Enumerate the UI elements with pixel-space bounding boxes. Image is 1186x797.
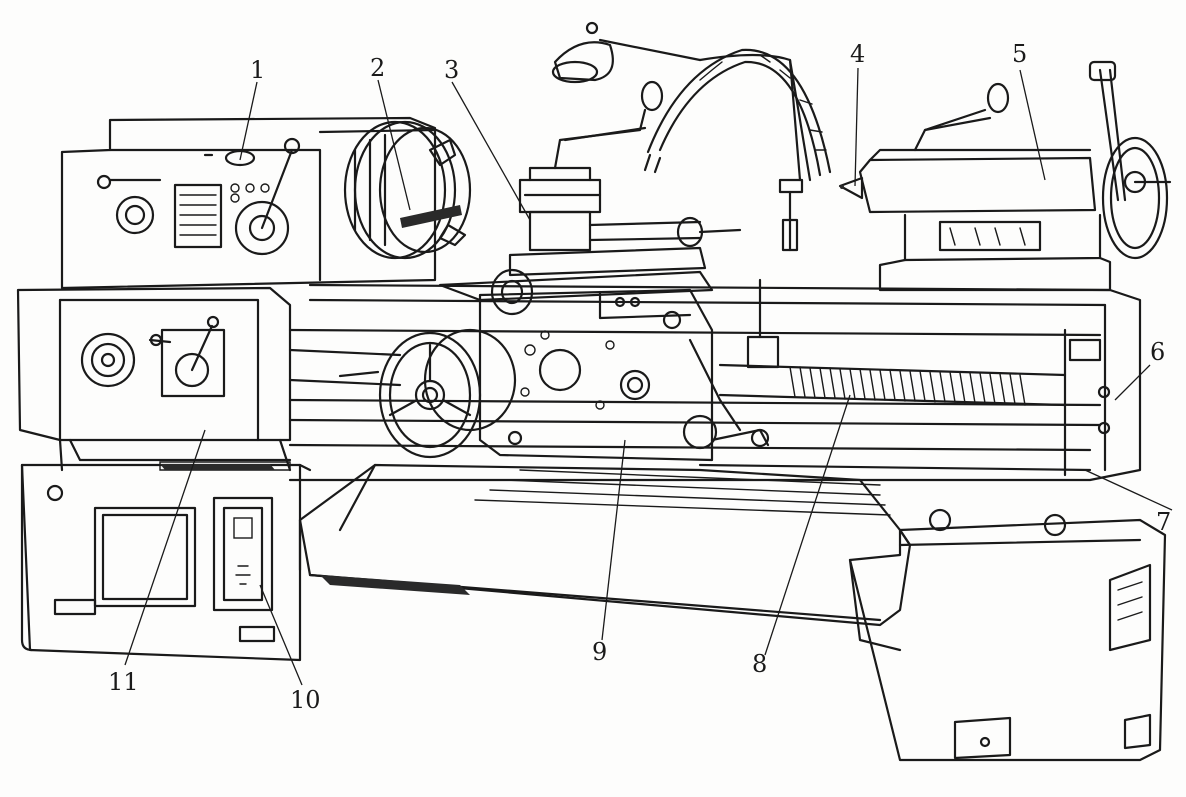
left-cabinet [20,463,312,662]
work-lamp [551,21,832,252]
chuck [343,120,472,260]
label-6: 6 [1150,338,1165,366]
feed-gearbox [16,286,292,472]
tailstock [838,60,1172,292]
label-1: 1 [250,56,265,84]
label-11: 11 [108,668,139,696]
cross-slide-toolpost [438,80,742,316]
headstock [60,116,437,290]
label-10: 10 [290,686,321,714]
label-4: 4 [850,40,865,68]
callout-labels: 1 2 3 4 5 6 7 8 9 10 11 [108,40,1171,714]
leadscrew [288,278,1067,407]
apron-handwheel [338,328,517,459]
chip-tray [298,463,912,627]
label-5: 5 [1012,40,1027,68]
apron [478,288,770,462]
leader-lines [124,67,1173,686]
label-8: 8 [752,650,767,678]
label-9: 9 [592,638,607,666]
label-3: 3 [444,56,459,84]
right-cabinet [848,508,1167,762]
label-2: 2 [370,54,385,82]
lathe-bed [288,283,1142,482]
label-7: 7 [1156,508,1171,536]
